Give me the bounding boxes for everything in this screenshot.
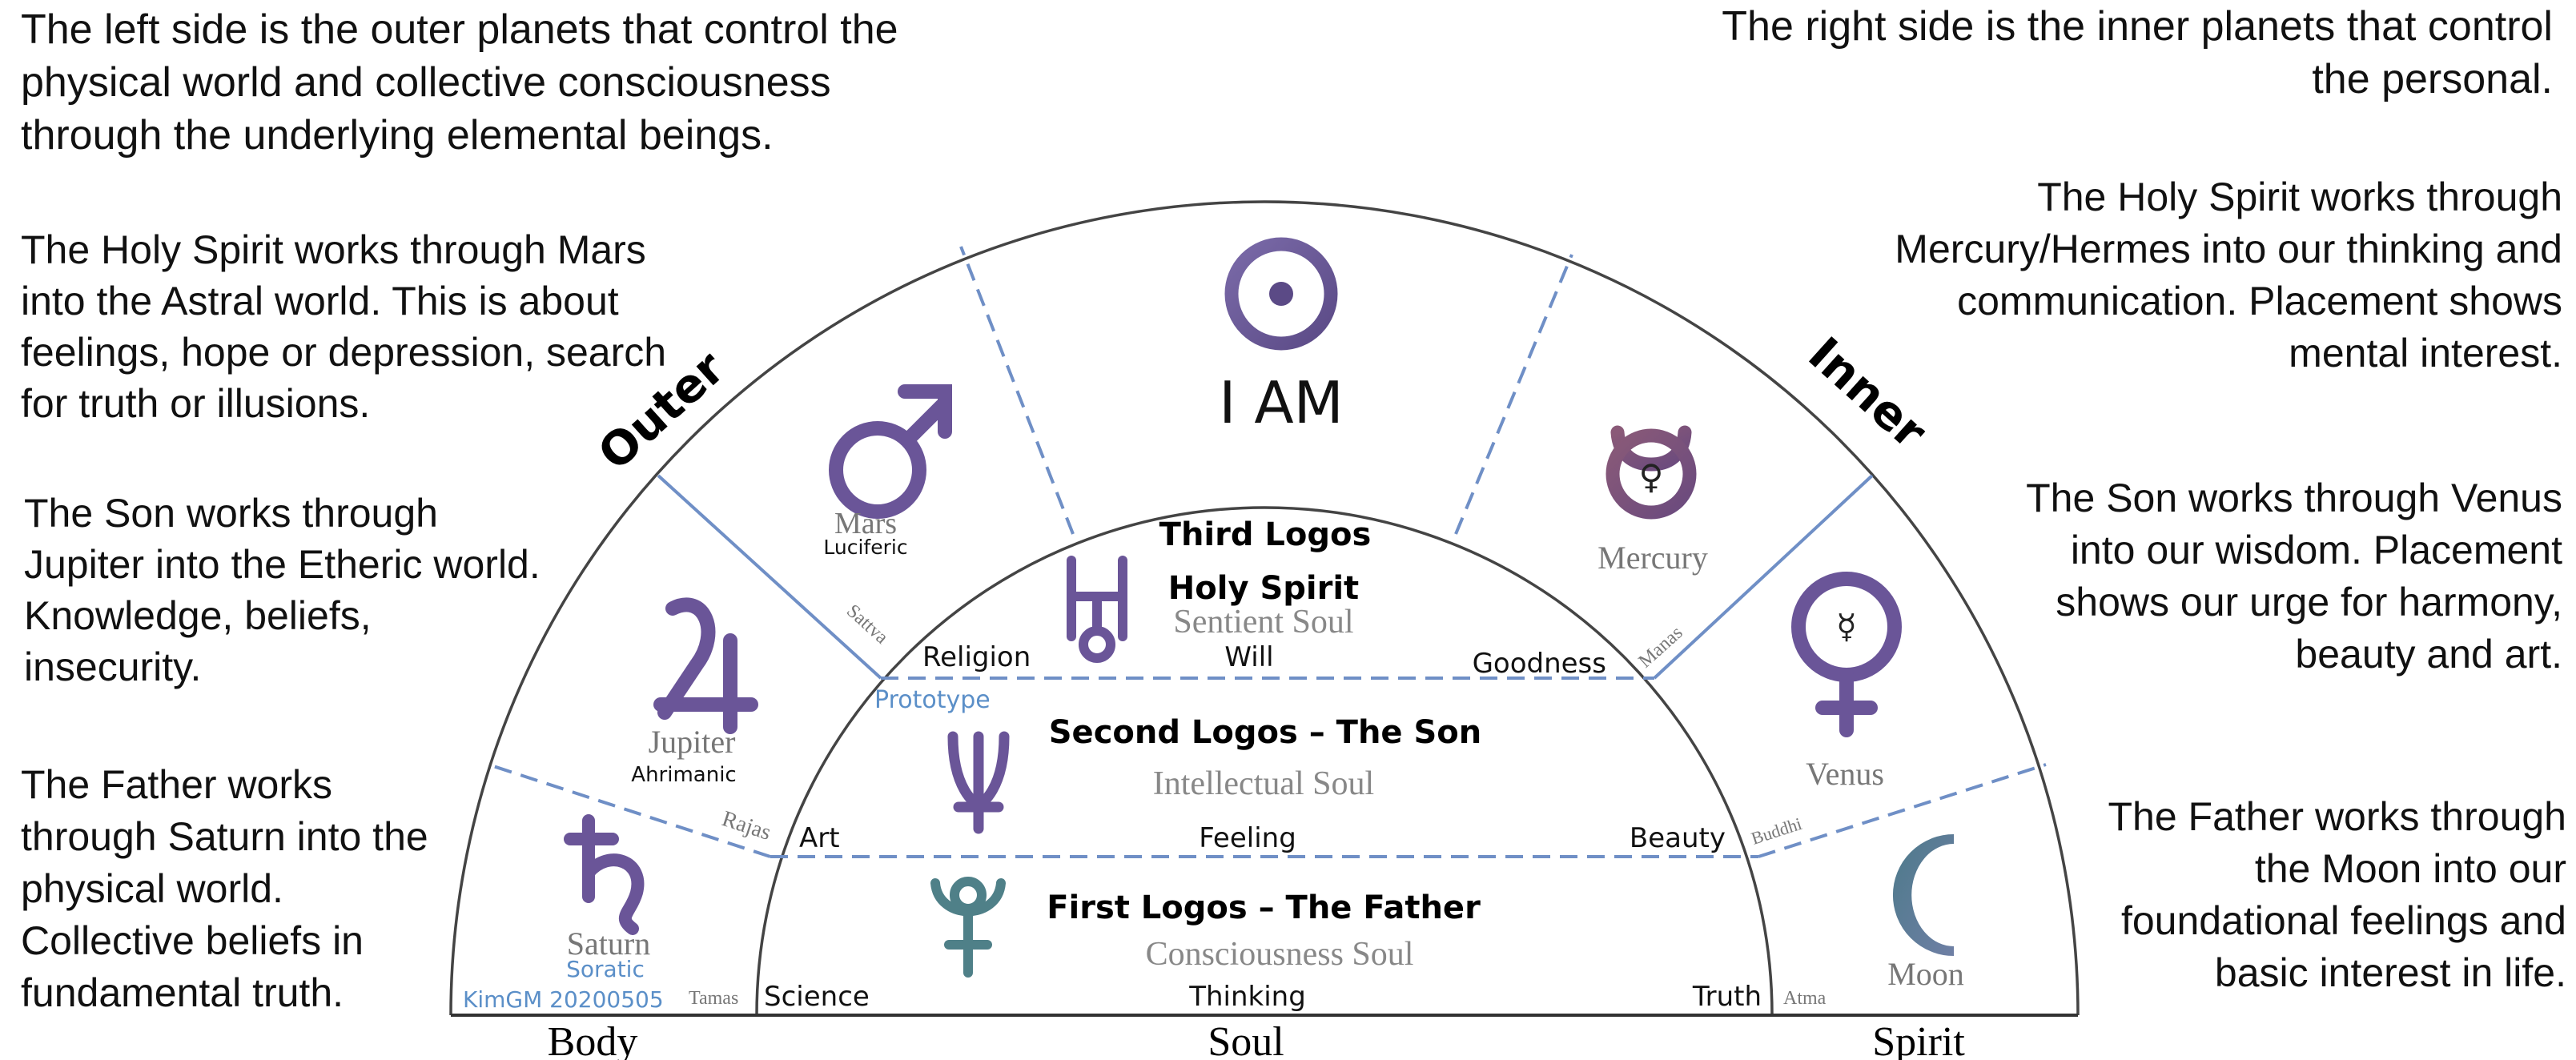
quality-truth: Truth bbox=[1692, 981, 1762, 1013]
intellectual-soul: Intellectual Soul bbox=[1153, 765, 1374, 802]
quality-feeling: Feeling bbox=[1199, 822, 1296, 854]
guna-atma: Atma bbox=[1783, 988, 1827, 1009]
uranus-icon bbox=[1067, 556, 1127, 663]
bottom-soul: Soul bbox=[1208, 1019, 1284, 1060]
divider-top-left bbox=[959, 246, 1075, 535]
pluto-icon bbox=[930, 877, 1006, 978]
mercury-description: The Holy Spirit works through Mercury/He… bbox=[1895, 175, 2562, 375]
quality-will: Will bbox=[1224, 641, 1273, 673]
consciousness-soul: Consciousness Soul bbox=[1146, 936, 1414, 973]
mars-description: The Holy Spirit works through Mars into … bbox=[21, 227, 667, 426]
third-logos: Third Logos bbox=[1159, 516, 1372, 553]
saturn-description: The Father works through Saturn into the… bbox=[21, 762, 428, 1015]
inner-arc bbox=[755, 506, 1774, 1016]
bottom-spirit: Spirit bbox=[1872, 1019, 1965, 1060]
quality-science: Science bbox=[764, 981, 870, 1013]
i-am-label: I AM bbox=[1219, 369, 1344, 436]
mercury-icon bbox=[1605, 425, 1697, 544]
mars-sub: Luciferic bbox=[823, 536, 907, 559]
mercury-inner-glyph: ♀ bbox=[1639, 457, 1664, 496]
right-intro-text: The right side is the inner planets that… bbox=[1722, 3, 2553, 102]
saturn-name: Saturn bbox=[567, 925, 650, 962]
venus-icon bbox=[1791, 572, 1902, 737]
quality-thinking: Thinking bbox=[1188, 981, 1306, 1013]
guna-sattva: Sattva bbox=[842, 600, 892, 648]
guna-manas: Manas bbox=[1635, 622, 1687, 672]
left-intro-text: The left side is the outer planets that … bbox=[21, 6, 898, 159]
venus-name: Venus bbox=[1806, 756, 1884, 792]
saturn-sub: Soratic bbox=[566, 956, 645, 982]
venus-description: The Son works through Venus into our wis… bbox=[2026, 476, 2562, 677]
outer-label: Outer bbox=[588, 340, 735, 480]
jupiter-name: Jupiter bbox=[649, 724, 736, 760]
divider-top-right bbox=[1454, 254, 1573, 535]
divider-sattva bbox=[657, 474, 882, 680]
venus-inner-glyph: ☿ bbox=[1836, 607, 1857, 646]
prototype-label: Prototype bbox=[874, 686, 991, 714]
divider-buddhi bbox=[1758, 763, 2047, 858]
guna-tamas: Tamas bbox=[689, 988, 738, 1009]
second-logos: Second Logos – The Son bbox=[1049, 714, 1482, 751]
holy-spirit: Holy Spirit bbox=[1168, 570, 1359, 607]
quality-religion: Religion bbox=[922, 641, 1031, 673]
mars-name: Mars bbox=[834, 507, 897, 540]
quality-goodness: Goodness bbox=[1473, 648, 1606, 680]
moon-description: The Father works through the Moon into o… bbox=[2108, 794, 2567, 995]
outer-arc bbox=[449, 200, 2080, 1016]
divider-manas bbox=[1653, 474, 1874, 680]
guna-rajas: Rajas bbox=[719, 806, 774, 845]
moon-icon bbox=[1893, 834, 1955, 956]
sun-icon bbox=[1224, 237, 1338, 351]
saturn-icon bbox=[564, 814, 645, 935]
moon-name: Moon bbox=[1887, 956, 1964, 992]
jupiter-sub: Ahrimanic bbox=[631, 763, 736, 787]
neptune-icon bbox=[947, 731, 1010, 834]
quality-art: Art bbox=[799, 822, 840, 854]
credit-label: KimGM 20200505 bbox=[463, 986, 664, 1013]
sentient-soul: Sentient Soul bbox=[1173, 604, 1353, 640]
bottom-body: Body bbox=[548, 1019, 638, 1060]
mars-icon bbox=[829, 384, 952, 519]
divider-rajas bbox=[488, 763, 771, 858]
quality-beauty: Beauty bbox=[1630, 822, 1726, 854]
first-logos: First Logos – The Father bbox=[1047, 889, 1481, 926]
inner-label: Inner bbox=[1798, 327, 1938, 460]
mercury-name: Mercury bbox=[1597, 540, 1708, 576]
jupiter-icon bbox=[653, 597, 758, 734]
jupiter-description: The Son works through Jupiter into the E… bbox=[24, 491, 541, 689]
